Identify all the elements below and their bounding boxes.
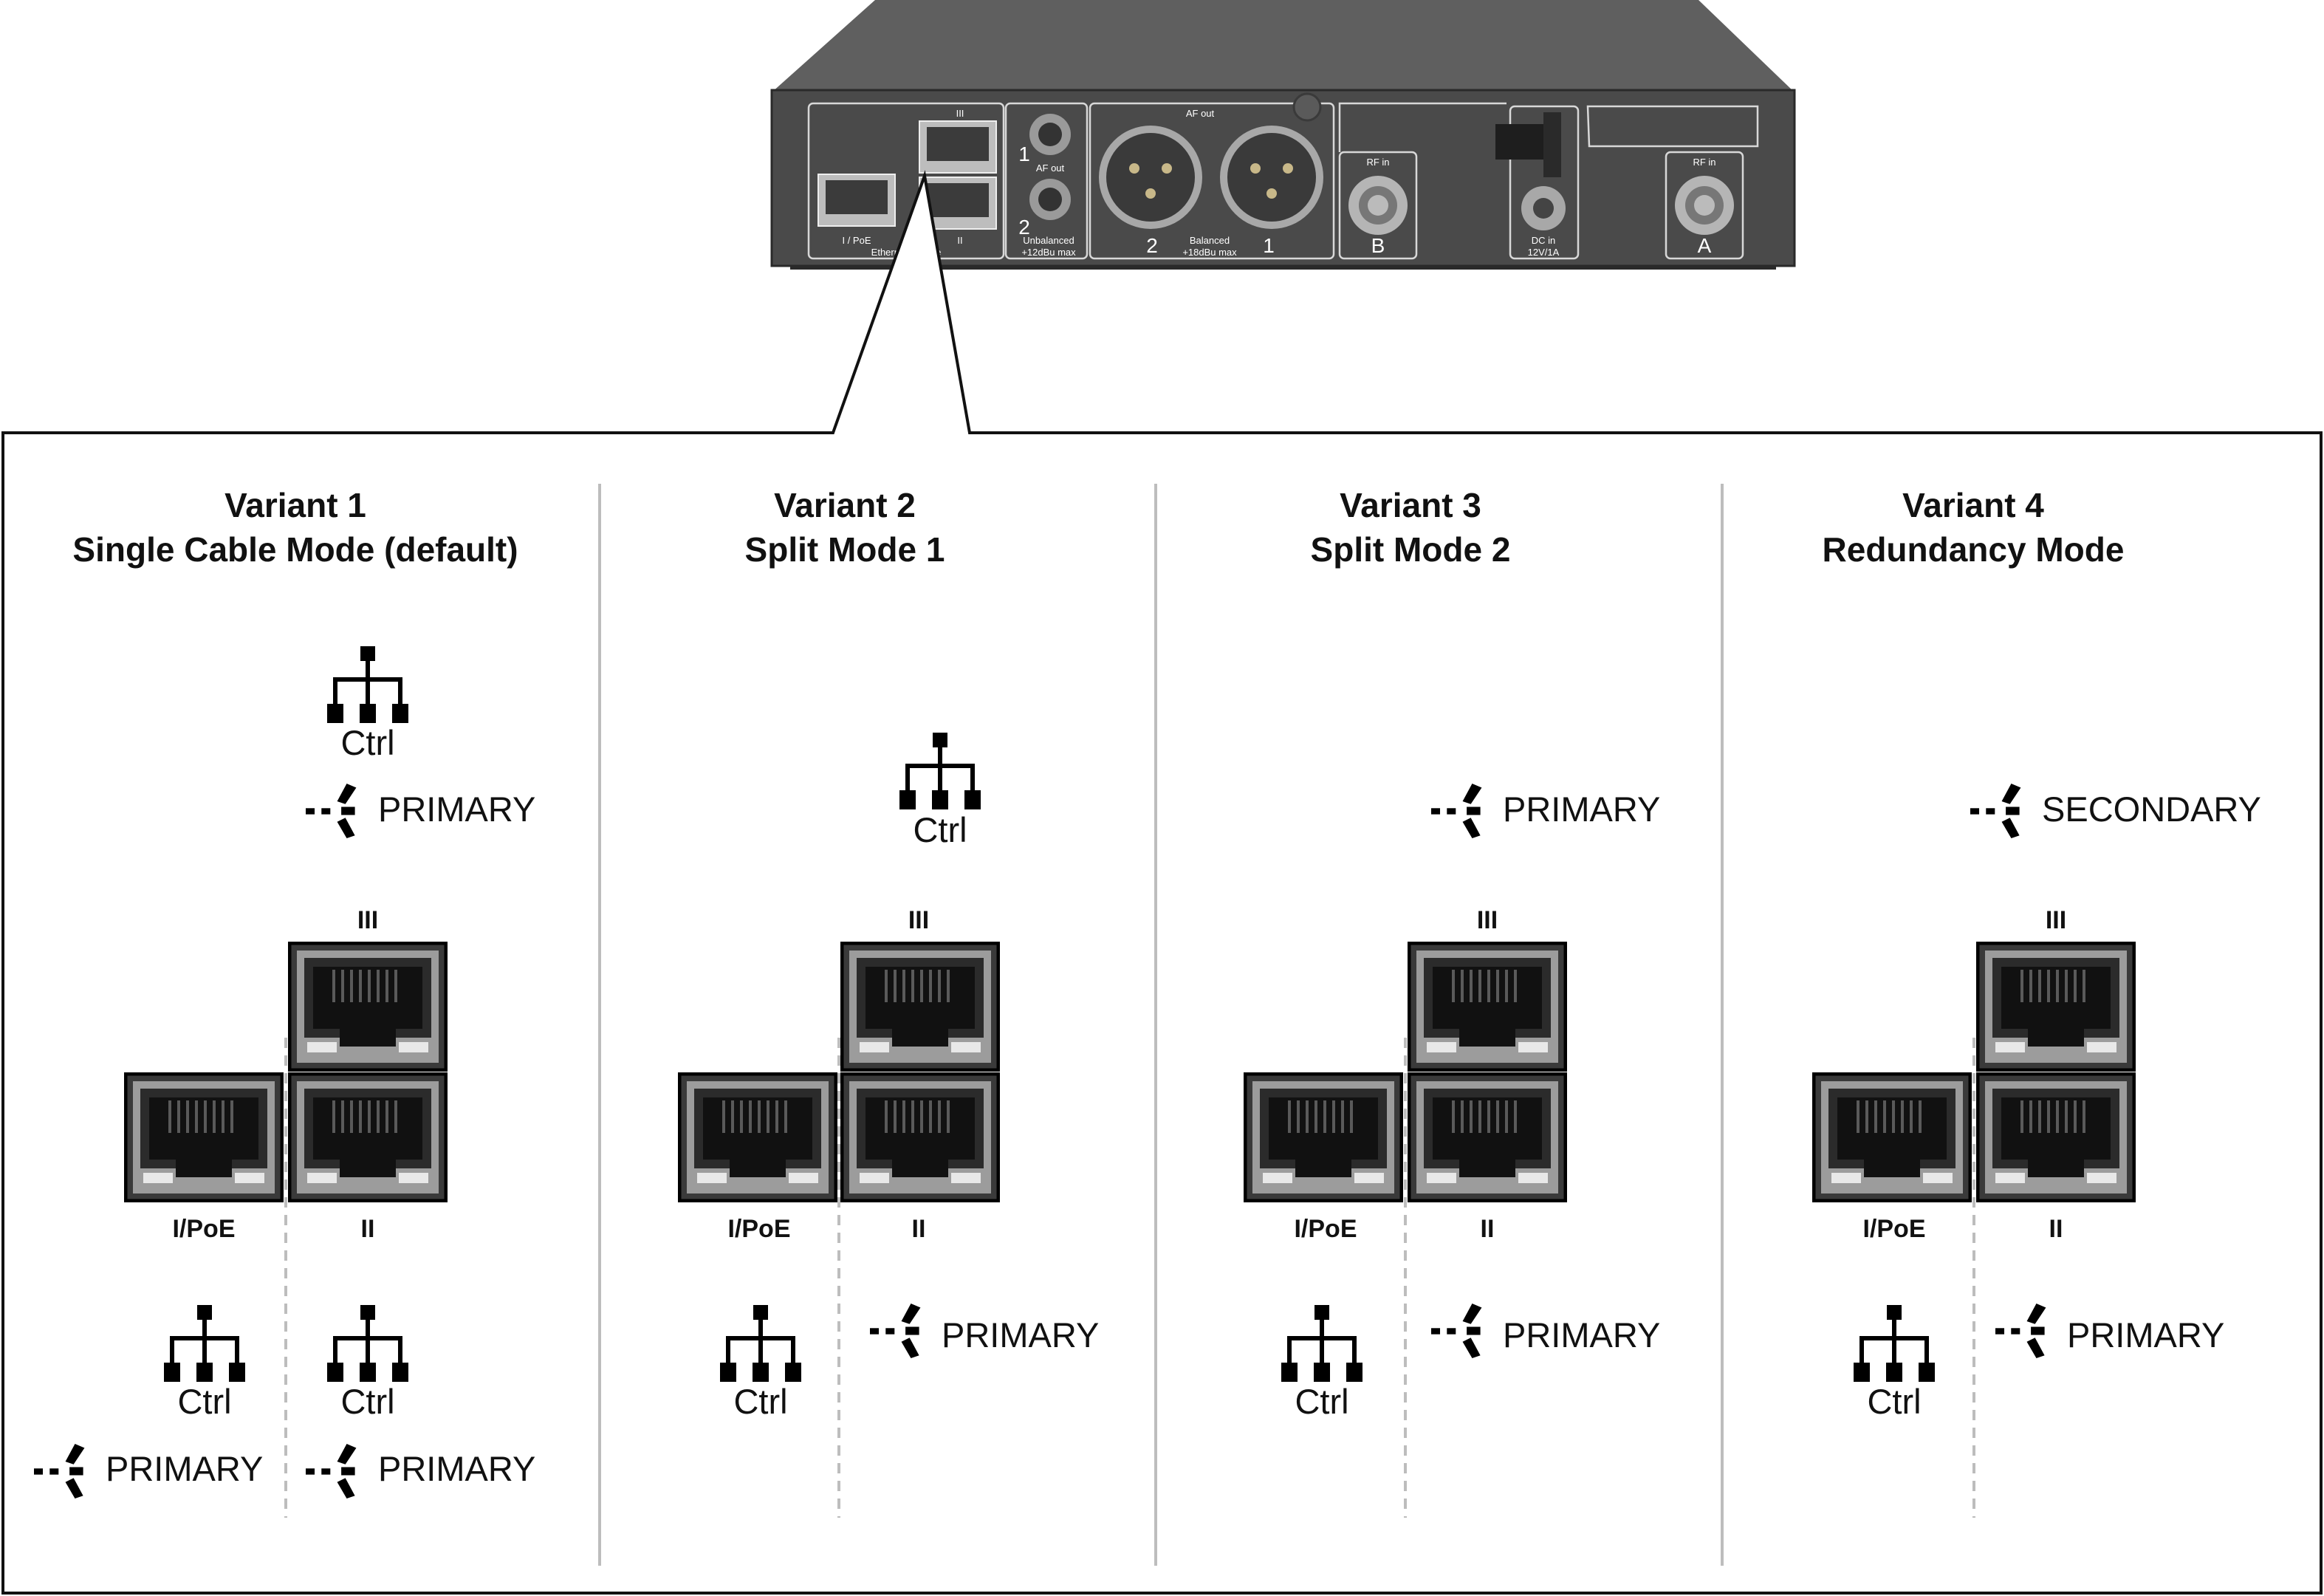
device-xlr-1: [1220, 126, 1323, 229]
variant-4-top-secondary: SECONDARY: [2042, 790, 2261, 829]
variant-1-label-ii: II: [361, 1215, 375, 1243]
variant-2: Variant 2 Split Mode 1 Ctrl III I/PoE II…: [679, 486, 1099, 1518]
variant-3-bottom-right-primary: PRIMARY: [1503, 1315, 1660, 1354]
device-jack-1: [1029, 114, 1071, 155]
device-label-xlr-2: 2: [1146, 234, 1158, 257]
variant-3-label-i-poe: I/PoE: [1294, 1215, 1357, 1243]
variant-4-label-iii: III: [2046, 906, 2066, 934]
device-label-jack-2: 2: [1018, 216, 1030, 239]
variant-2-port-iii-rj45-port-icon: [842, 943, 998, 1070]
device-port-ii: [919, 177, 997, 230]
variant-4-title: Variant 4: [1902, 486, 2044, 524]
device-antenna-b: [1348, 176, 1408, 235]
variant-2-label-iii: III: [908, 906, 929, 934]
device-dc-connector: [1495, 112, 1566, 230]
variant-3-top-primary: PRIMARY: [1503, 790, 1660, 829]
variant-1-port-i-rj45-port-icon: [126, 1074, 282, 1201]
variant-2-bottom-left-ctrl: Ctrl: [733, 1382, 787, 1421]
variant-3-port-iii-rj45-port-icon: [1409, 943, 1566, 1070]
variant-3-label-iii: III: [1477, 906, 1498, 934]
device-label-ii: II: [957, 235, 962, 246]
variant-3-bottom-left-ctrl: Ctrl: [1295, 1382, 1348, 1421]
device-label-af-out-unbal: AF out: [1036, 162, 1065, 174]
variant-1-subtitle: Single Cable Mode (default): [72, 530, 518, 569]
device-jack-2: [1029, 179, 1071, 220]
device-rear-panel: III I / PoE II Ethernet / Dante 1 2 AF o…: [770, 0, 1796, 270]
variant-1-bottom-right-ctrl: Ctrl: [340, 1382, 394, 1421]
device-label-unbal-max: +12dBu max: [1021, 247, 1076, 258]
device-antenna-a: [1675, 176, 1734, 235]
variant-1-top-ctrl: Ctrl: [340, 723, 394, 762]
variant-1-bottom-right-primary: PRIMARY: [378, 1449, 535, 1488]
variant-1-label-iii: III: [357, 906, 378, 934]
variant-1-bottom-left-primary: PRIMARY: [106, 1449, 263, 1488]
device-label-af-out-bal: AF out: [1186, 108, 1215, 119]
device-label-iii: III: [956, 108, 964, 119]
device-xlr-2: [1099, 126, 1202, 229]
variant-1-title: Variant 1: [224, 486, 366, 524]
device-label-bal-max: +18dBu max: [1182, 247, 1237, 258]
variant-1-bottom-left-ctrl: Ctrl: [177, 1382, 231, 1421]
device-label-jack-1: 1: [1018, 143, 1030, 165]
variant-2-port-i-rj45-port-icon: [679, 1074, 836, 1201]
variant-3-label-ii: II: [1481, 1215, 1495, 1243]
variant-2-label-i-poe: I/PoE: [727, 1215, 790, 1243]
variant-1-port-iii-rj45-port-icon: [289, 943, 446, 1070]
variant-4-bottom-right-primary: PRIMARY: [2067, 1315, 2224, 1354]
variant-2-bottom-right-primary: PRIMARY: [942, 1315, 1099, 1354]
device-label-xlr-1: 1: [1263, 234, 1275, 257]
variant-4-bottom-left-ctrl: Ctrl: [1867, 1382, 1921, 1421]
variant-1-top-primary: PRIMARY: [378, 790, 535, 829]
device-label-rf-in-a: RF in: [1693, 157, 1715, 168]
variant-2-label-ii: II: [912, 1215, 926, 1243]
variant-4-port-iii-rj45-port-icon: [1978, 943, 2134, 1070]
variant-2-title: Variant 2: [774, 486, 916, 524]
variant-4-port-ii-rj45-port-icon: [1978, 1074, 2134, 1201]
variant-1-label-i-poe: I/PoE: [172, 1215, 235, 1243]
variant-2-top-ctrl: Ctrl: [913, 810, 967, 849]
device-port-i-poe: [817, 174, 896, 227]
variant-4-port-i-rj45-port-icon: [1814, 1074, 1970, 1201]
device-label-antenna-a: A: [1698, 234, 1712, 257]
device-label-antenna-b: B: [1371, 234, 1385, 257]
variant-1: Variant 1 Single Cable Mode (default) Ct…: [34, 486, 535, 1518]
device-label-unbalanced: Unbalanced: [1023, 235, 1074, 246]
callout-frame: [1, 170, 2323, 1595]
variant-3-subtitle: Split Mode 2: [1311, 530, 1511, 569]
variant-1-port-ii-rj45-port-icon: [289, 1074, 446, 1201]
variant-3: Variant 3 Split Mode 2 PRIMARY III I/PoE…: [1245, 486, 1660, 1518]
device-port-iii: [919, 120, 997, 174]
device-label-dc-in: DC in: [1532, 235, 1556, 246]
variant-4-label-ii: II: [2049, 1215, 2063, 1243]
device-label-dc-rating: 12V/1A: [1528, 247, 1560, 258]
device-label-rf-in-b: RF in: [1366, 157, 1389, 168]
variant-2-subtitle: Split Mode 1: [745, 530, 945, 569]
variant-3-port-ii-rj45-port-icon: [1409, 1074, 1566, 1201]
variant-4-label-i-poe: I/PoE: [1862, 1215, 1925, 1243]
variant-3-port-i-rj45-port-icon: [1245, 1074, 1402, 1201]
variant-2-port-ii-rj45-port-icon: [842, 1074, 998, 1201]
variant-4: Variant 4 Redundancy Mode SECONDARY III …: [1814, 486, 2261, 1518]
column-dividers: [598, 484, 1724, 1566]
device-label-i-poe: I / PoE: [842, 235, 871, 246]
variant-3-title: Variant 3: [1340, 486, 1481, 524]
variant-4-subtitle: Redundancy Mode: [1823, 530, 2125, 569]
device-label-balanced: Balanced: [1190, 235, 1230, 246]
